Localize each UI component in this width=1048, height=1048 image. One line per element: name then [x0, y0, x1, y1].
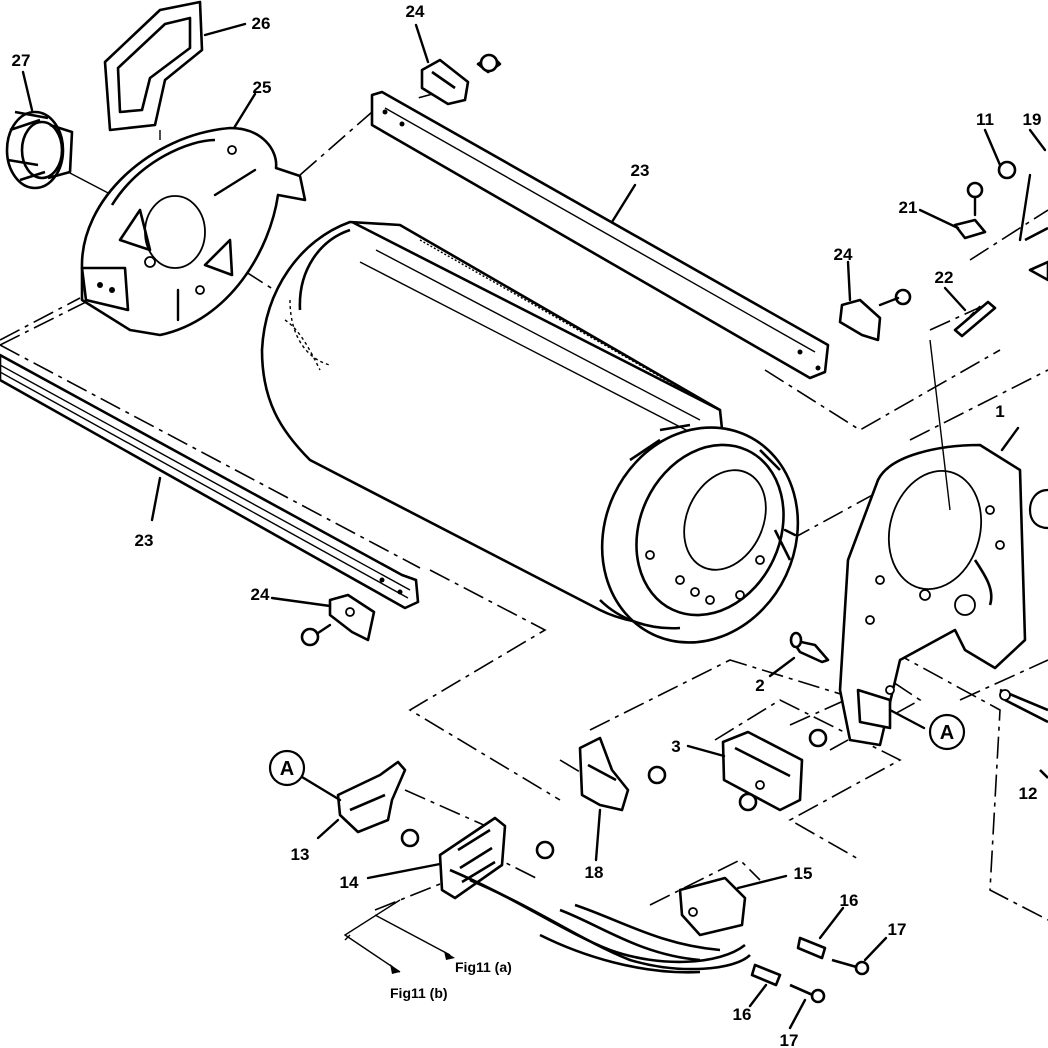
callout-23-top: 23 — [631, 161, 650, 180]
callout-11: 11 — [976, 110, 994, 129]
part-26-cover — [103, 0, 204, 140]
part-23-rail-bottom — [0, 353, 420, 610]
callout-1: 1 — [995, 402, 1004, 421]
ref-marker-a-right-text: A — [940, 722, 954, 744]
fig-ref-b: Fig11 (b) — [390, 985, 448, 1001]
part-15-connector — [449, 868, 751, 974]
part-16-spring-a — [796, 936, 827, 960]
drum — [260, 220, 800, 644]
callout-16-lower: 16 — [733, 1005, 752, 1024]
part-13-bracket — [336, 760, 420, 848]
callout-16-upper: 16 — [840, 891, 859, 910]
part-3-bracket — [721, 728, 828, 812]
callout-2: 2 — [755, 676, 764, 695]
part-24-clip-right — [838, 288, 912, 342]
callout-26: 26 — [252, 14, 271, 33]
callout-23-bottom: 23 — [135, 531, 154, 550]
callout-15: 15 — [794, 864, 813, 883]
callout-labels: 26 27 25 24 23 24 23 24 11 19 21 22 1 2 … — [12, 2, 1042, 1048]
callout-17-upper: 17 — [888, 920, 907, 939]
figure-references: Fig11 (a) Fig11 (b) — [390, 959, 512, 1001]
part-27-fan — [5, 110, 113, 196]
part-24-clip-bottom — [300, 593, 376, 647]
part-21-bracket — [953, 218, 987, 240]
callout-25: 25 — [253, 78, 272, 97]
callout-24-top: 24 — [406, 2, 425, 21]
callout-12: 12 — [1019, 784, 1038, 803]
parts-16-17 — [750, 936, 870, 1004]
parts-upper-right — [953, 160, 1048, 338]
part-16-spring-b — [750, 963, 782, 987]
ref-circle-edge — [1028, 488, 1048, 530]
leader-lines — [21, 22, 1047, 1030]
part-22-spring — [953, 300, 997, 338]
fig-ref-a: Fig11 (a) — [455, 959, 512, 975]
callout-14: 14 — [340, 873, 359, 892]
part-17-screw-b — [789, 983, 816, 998]
callout-19: 19 — [1023, 110, 1042, 129]
callout-18: 18 — [585, 863, 604, 882]
callout-17-lower: 17 — [780, 1031, 799, 1048]
part-23-rail-top — [370, 90, 830, 380]
ref-marker-a-right: A — [928, 713, 966, 751]
callout-24-right: 24 — [834, 245, 853, 264]
part-12-edge — [999, 688, 1048, 779]
part-24-clip-top — [420, 53, 502, 106]
callout-27: 27 — [12, 51, 31, 70]
part-14-board — [438, 816, 555, 900]
callout-24-bottom: 24 — [251, 585, 270, 604]
part-2-pin — [789, 631, 830, 664]
callout-21: 21 — [899, 198, 918, 217]
callout-13: 13 — [291, 845, 310, 864]
ref-marker-a-left-text: A — [280, 758, 294, 780]
callout-3: 3 — [671, 737, 680, 756]
part-11-screw — [997, 160, 1017, 180]
ref-marker-a-left: A — [268, 749, 306, 787]
part-18-bracket — [578, 736, 667, 812]
callout-22: 22 — [935, 268, 954, 287]
part-1-front-bulkhead — [838, 443, 1027, 747]
part-25-bulkhead — [80, 126, 307, 337]
